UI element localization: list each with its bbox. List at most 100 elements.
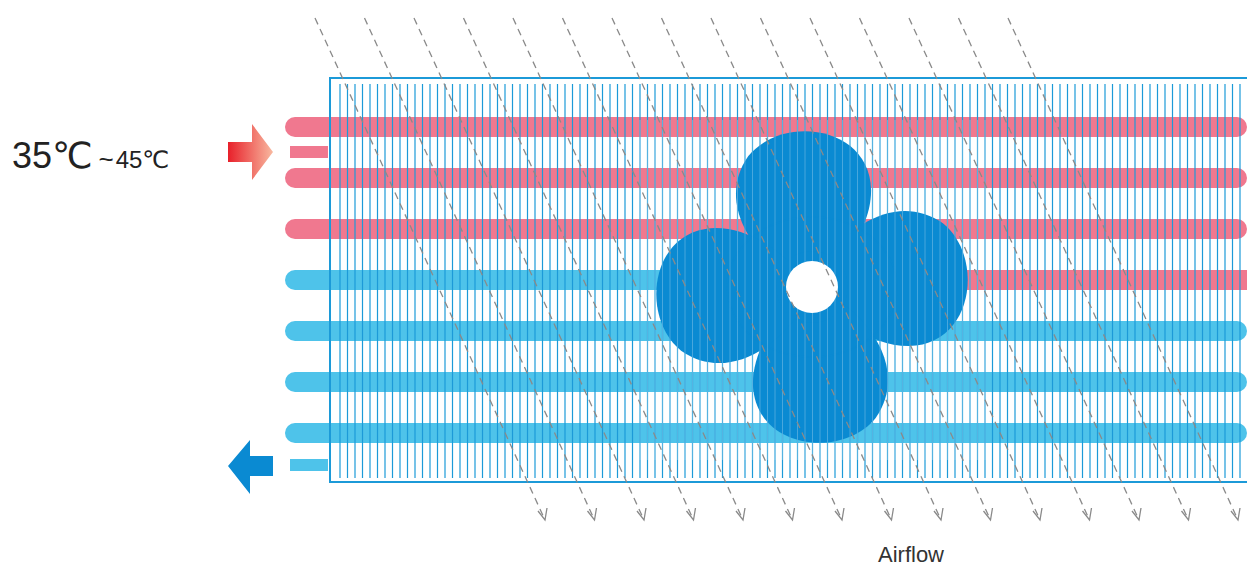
fin <box>384 84 385 478</box>
fin <box>587 84 588 478</box>
airflow-arrowhead <box>1083 508 1092 520</box>
fin <box>759 84 760 478</box>
fin <box>985 120 986 460</box>
fin <box>744 84 745 478</box>
fin <box>857 120 858 460</box>
fin <box>339 84 340 478</box>
fin <box>354 84 355 478</box>
airflow-line <box>959 18 1189 520</box>
fin <box>1097 84 1098 478</box>
fin <box>954 84 955 478</box>
fin <box>429 84 430 478</box>
fin <box>797 84 798 478</box>
airflow-arrowhead <box>934 508 943 520</box>
fin <box>999 84 1000 478</box>
fin <box>452 84 453 478</box>
fin <box>902 84 903 478</box>
fin <box>594 84 595 478</box>
fin <box>909 84 910 478</box>
fin <box>962 120 963 460</box>
fin <box>752 84 753 478</box>
fin <box>1022 84 1023 478</box>
fin <box>804 84 805 478</box>
airflow-arrowhead <box>835 508 844 520</box>
fin <box>1209 84 1210 478</box>
outlet-arrow <box>228 440 273 494</box>
fins-over-fan <box>640 120 985 460</box>
fin <box>887 120 888 460</box>
airflow-line <box>909 18 1139 520</box>
fin <box>910 120 911 460</box>
fin <box>392 84 393 478</box>
fin <box>977 84 978 478</box>
airflow-arrowhead <box>1182 508 1191 520</box>
fin <box>737 120 738 460</box>
fin <box>715 120 716 460</box>
fin <box>752 120 753 460</box>
fin <box>819 84 820 478</box>
fin <box>969 84 970 478</box>
fin <box>369 84 370 478</box>
fin <box>647 120 648 460</box>
airflow-arrowhead <box>885 508 894 520</box>
fin <box>722 84 723 478</box>
airflow-arrowhead <box>687 508 696 520</box>
fin <box>917 120 918 460</box>
fin <box>872 120 873 460</box>
tube <box>285 117 1247 137</box>
fin <box>467 84 468 478</box>
fin <box>834 84 835 478</box>
fin <box>820 120 821 460</box>
airflow-arrowhead <box>588 508 597 520</box>
fin <box>1217 84 1218 478</box>
fin <box>1239 84 1240 478</box>
fin <box>1187 84 1188 478</box>
fin <box>827 120 828 460</box>
range-sign: ~ <box>98 146 113 172</box>
airflow-line <box>860 18 1090 520</box>
fin <box>662 84 663 478</box>
fin <box>850 120 851 460</box>
fin <box>699 84 700 478</box>
fin <box>1067 84 1068 478</box>
airflow-line <box>612 18 842 520</box>
fin <box>670 120 671 460</box>
fin <box>1052 84 1053 478</box>
temperature-value: 35℃ <box>12 138 92 174</box>
fin <box>962 84 963 478</box>
fin <box>977 120 978 460</box>
fin <box>1224 84 1225 478</box>
fin <box>827 84 828 478</box>
fin <box>1134 84 1135 478</box>
airflow-arrowhead <box>1033 508 1042 520</box>
fin <box>504 84 505 478</box>
airflow-line <box>513 18 743 520</box>
fin <box>444 84 445 478</box>
fin <box>894 84 895 478</box>
fin <box>1112 84 1113 478</box>
fin <box>797 120 798 460</box>
fin <box>955 120 956 460</box>
fin <box>864 84 865 478</box>
fin <box>1089 84 1090 478</box>
fin <box>842 84 843 478</box>
airflow-label: Airflow <box>878 544 944 566</box>
airflow-arrowhead <box>786 508 795 520</box>
fin <box>579 84 580 478</box>
fin <box>1194 84 1195 478</box>
fin <box>489 84 490 478</box>
fin <box>722 120 723 460</box>
fin <box>1172 84 1173 478</box>
fin <box>347 84 348 478</box>
fin <box>414 84 415 478</box>
fin <box>362 84 363 478</box>
fin <box>924 84 925 478</box>
fin <box>1119 84 1120 478</box>
fin <box>640 120 641 460</box>
fin <box>542 84 543 478</box>
temperature-value: 45℃ <box>116 148 170 172</box>
airflow-line <box>414 18 644 520</box>
fin <box>939 84 940 478</box>
fin <box>685 120 686 460</box>
fin <box>812 84 813 478</box>
